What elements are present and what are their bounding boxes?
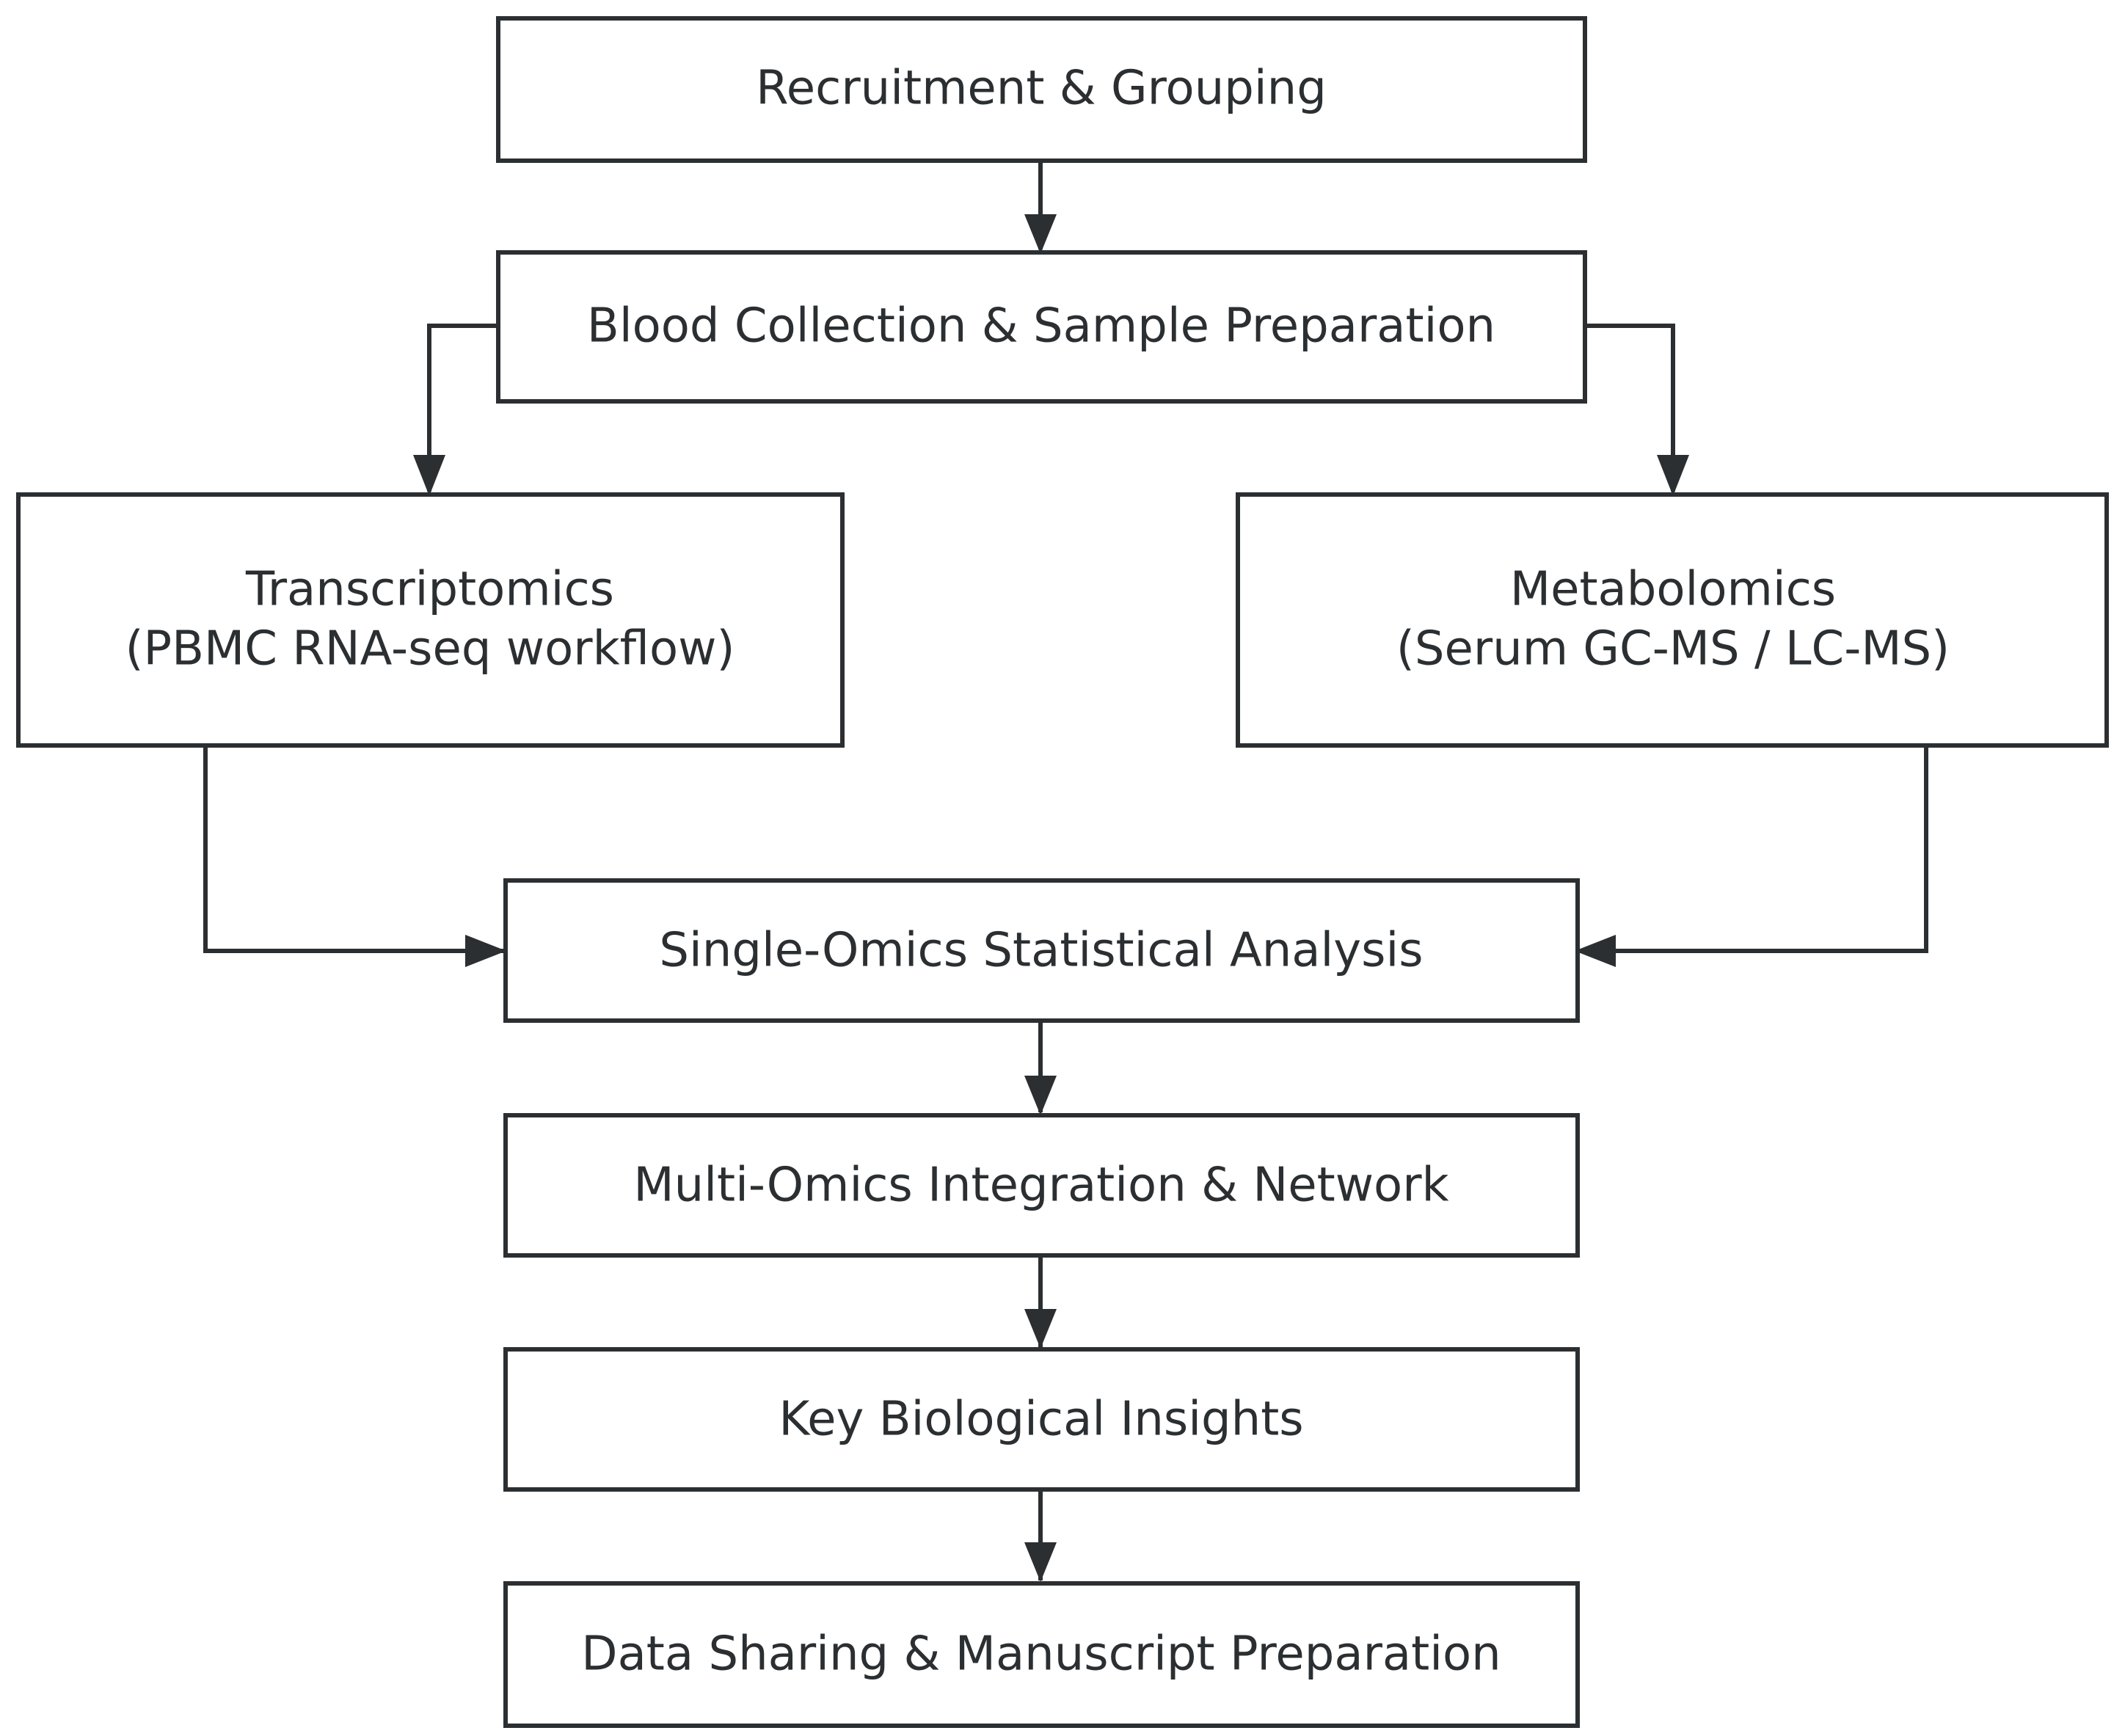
node-subtitle: (PBMC RNA-seq workflow) bbox=[125, 622, 735, 676]
node-single-omics-analysis: Single-Omics Statistical Analysis bbox=[503, 878, 1580, 1023]
node-box bbox=[496, 250, 1587, 404]
edge-blood-to-transcriptomics bbox=[427, 324, 496, 492]
node-box bbox=[16, 492, 845, 748]
node-box bbox=[1236, 492, 2109, 748]
node-label: Multi-Omics Integration & Network bbox=[633, 1159, 1448, 1213]
node-key-insights: Key Biological Insights bbox=[503, 1347, 1580, 1492]
node-box bbox=[503, 878, 1580, 1023]
edge-line bbox=[1578, 745, 1928, 953]
node-recruitment-grouping: Recruitment & Grouping bbox=[496, 16, 1587, 163]
arrowheads bbox=[413, 214, 1689, 1582]
node-blood-collection: Blood Collection & Sample Preparation bbox=[496, 250, 1587, 404]
node-box bbox=[503, 1581, 1580, 1728]
node-title: Transcriptomics bbox=[245, 563, 614, 617]
edge-line bbox=[1585, 324, 1675, 492]
node-box bbox=[503, 1347, 1580, 1492]
edge-line bbox=[427, 324, 496, 492]
arrowhead-icon bbox=[465, 935, 506, 967]
arrowhead-icon bbox=[1024, 1542, 1057, 1582]
node-box bbox=[496, 16, 1587, 163]
node-transcriptomics: Transcriptomics (PBMC RNA-seq workflow) bbox=[16, 492, 845, 748]
arrowhead-icon bbox=[1575, 935, 1616, 967]
arrowhead-icon bbox=[1024, 1076, 1057, 1115]
edge-blood-to-metabolomics bbox=[1585, 324, 1675, 492]
arrowhead-icon bbox=[1024, 1309, 1057, 1349]
node-label: Recruitment & Grouping bbox=[756, 62, 1327, 116]
node-label: Key Biological Insights bbox=[779, 1393, 1303, 1447]
edge-metabolomics-to-single-omics bbox=[1578, 745, 1928, 953]
node-label: Single-Omics Statistical Analysis bbox=[659, 924, 1423, 978]
arrowhead-icon bbox=[413, 455, 445, 496]
node-multi-omics-integration: Multi-Omics Integration & Network bbox=[503, 1113, 1580, 1258]
node-metabolomics: Metabolomics (Serum GC-MS / LC-MS) bbox=[1236, 492, 2109, 748]
node-data-sharing: Data Sharing & Manuscript Preparation bbox=[503, 1581, 1580, 1728]
edge-line bbox=[203, 745, 503, 953]
node-box bbox=[503, 1113, 1580, 1258]
node-title: Metabolomics bbox=[1510, 563, 1836, 617]
arrowhead-icon bbox=[1657, 455, 1689, 496]
node-label: Blood Collection & Sample Preparation bbox=[587, 299, 1495, 354]
node-label: Data Sharing & Manuscript Preparation bbox=[581, 1627, 1501, 1682]
node-subtitle: (Serum GC-MS / LC-MS) bbox=[1396, 622, 1950, 676]
edge-transcriptomics-to-single-omics bbox=[203, 745, 503, 953]
arrowhead-icon bbox=[1024, 214, 1057, 254]
